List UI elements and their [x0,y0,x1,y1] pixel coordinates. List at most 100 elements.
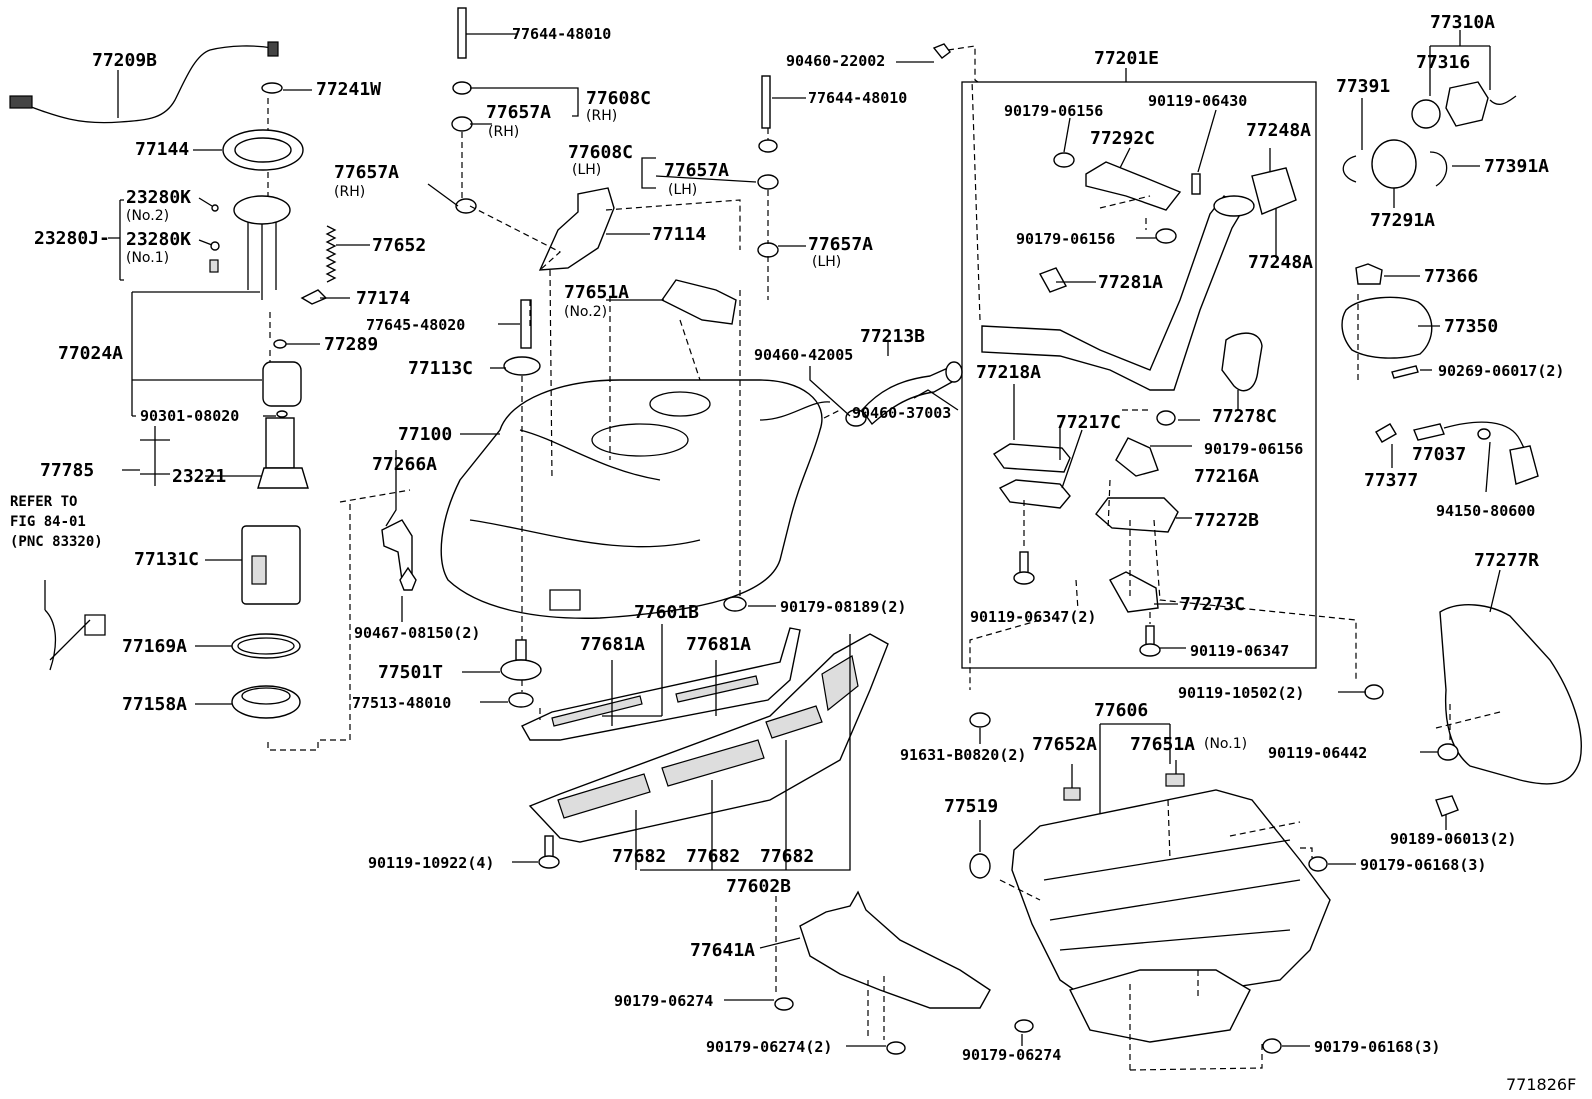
label-23221: 23221 [172,466,226,487]
note-no2-b: (No.2) [564,304,607,320]
part-77310A-cap [1445,81,1489,127]
label-77201E: 77201E [1094,48,1159,69]
label-77217C: 77217C [1056,412,1121,433]
label-90119-06442: 90119-06442 [1268,744,1367,762]
label-77501T: 77501T [378,662,443,683]
label-90119-10922: 90119-10922(4) [368,854,494,872]
label-77350: 77350 [1444,316,1498,337]
part-77657A-rh-a [451,116,473,132]
part-77606-cover [1011,789,1331,1009]
part-90179-08189 [723,596,747,612]
label-90460-37003: 90460-37003 [852,404,951,422]
part-filler-pipe [981,195,1245,391]
part-77291A [1371,139,1417,189]
nut-90119-10502 [1364,684,1384,700]
part-77391A [1429,151,1448,187]
label-77644-a: 77644-48010 [512,25,611,43]
clamp-90460-22002 [932,43,951,59]
label-94150: 94150-80600 [1436,502,1535,520]
part-77217C [998,479,1071,509]
bolt-91631 [969,712,991,728]
note-rh-2: (RH) [488,124,519,140]
part-77131C-canister [241,525,301,605]
label-77657A-lh-a: 77657A [664,160,729,181]
part-77681A-b [675,675,759,703]
refer-note-line1: REFER TO [10,494,77,510]
label-77645: 77645-48020 [366,316,465,334]
part-77281A [1038,267,1068,293]
part-77316 [1411,99,1441,129]
bolt-77645 [520,299,532,349]
label-90179-08189: 90179-08189(2) [780,598,906,616]
part-77657A-lh-a [757,174,779,190]
part-90269 [1391,365,1419,379]
label-77316: 77316 [1416,52,1470,73]
fuel-pump-assembly [9,41,370,751]
filler-pipe-frame [961,81,1317,669]
part-77608C-lh [758,139,778,153]
filler-pipe-neck [1213,195,1255,217]
part-77289 [273,339,287,349]
figure-code: 771826F [1506,1075,1576,1094]
label-77248A-b: 77248A [1248,252,1313,273]
stud-77644-b [761,75,771,129]
part-77652A [1063,787,1081,801]
label-77681A-b: 77681A [686,634,751,655]
part-77248A [1251,167,1297,215]
clamp-90460-42005 [845,409,867,427]
label-77131C: 77131C [134,549,199,570]
label-77644-b: 77644-48010 [808,89,907,107]
label-90119-10502: 90119-10502(2) [1178,684,1304,702]
label-77273C: 77273C [1180,594,1245,615]
part-94150 [1509,445,1539,485]
label-90179-06156-a: 90179-06156 [1004,102,1103,120]
label-77608C-lh: 77608C [568,142,633,163]
label-90179-06156-b: 90179-06156 [1016,230,1115,248]
label-77291A: 77291A [1370,210,1435,231]
part-23280K-no1 [210,241,220,251]
label-77241W: 77241W [316,79,381,100]
label-77158A: 77158A [122,694,187,715]
part-77024A-filter [262,361,302,407]
bolt-90119-06430 [1191,173,1201,195]
part-77241W [261,82,283,94]
label-90179-06156-c: 90179-06156 [1204,440,1303,458]
part-77652-spring [325,225,337,283]
part-77501T-base [500,659,542,681]
note-rh-3: (RH) [334,184,365,200]
part-77501T-stem [515,639,527,661]
bolt-90119-06347-a [1019,551,1029,575]
part-90189 [1435,795,1459,817]
label-77114: 77114 [652,224,706,245]
label-77169A: 77169A [122,636,187,657]
part-77037 [1413,423,1445,441]
label-77144: 77144 [135,139,189,160]
label-77657A-rh-b: 77657A [334,162,399,183]
fuel-cap-and-door [969,30,1582,830]
part-77641A-protector [799,890,991,1009]
nut-90179-06168-a [1308,856,1328,872]
label-90119-06347-b: 90119-06347 [1190,642,1289,660]
part-77682-b [661,739,765,787]
note-no1-a: (No.1) [126,250,169,266]
part-77218A [992,443,1071,473]
part-77681A-a [551,695,643,727]
nut-90179-06156-c [1156,410,1176,426]
part-77682-a [557,773,651,819]
label-77218A: 77218A [976,362,1041,383]
nut-90179-06274-a [774,997,794,1011]
label-77651A-no2: 77651A [564,282,629,303]
nut-90179-06156-b [1155,228,1177,244]
label-77281A: 77281A [1098,272,1163,293]
label-77602B: 77602B [726,876,791,897]
part-77158A-ring [231,685,301,719]
label-77608C-rh: 77608C [586,88,651,109]
part-77657A-lh-b [757,242,779,258]
part-23280K-no1-body [209,259,219,273]
label-77519: 77519 [944,796,998,817]
label-77652: 77652 [372,235,426,256]
label-77113C: 77113C [408,358,473,379]
part-77608C-rh [452,81,472,95]
